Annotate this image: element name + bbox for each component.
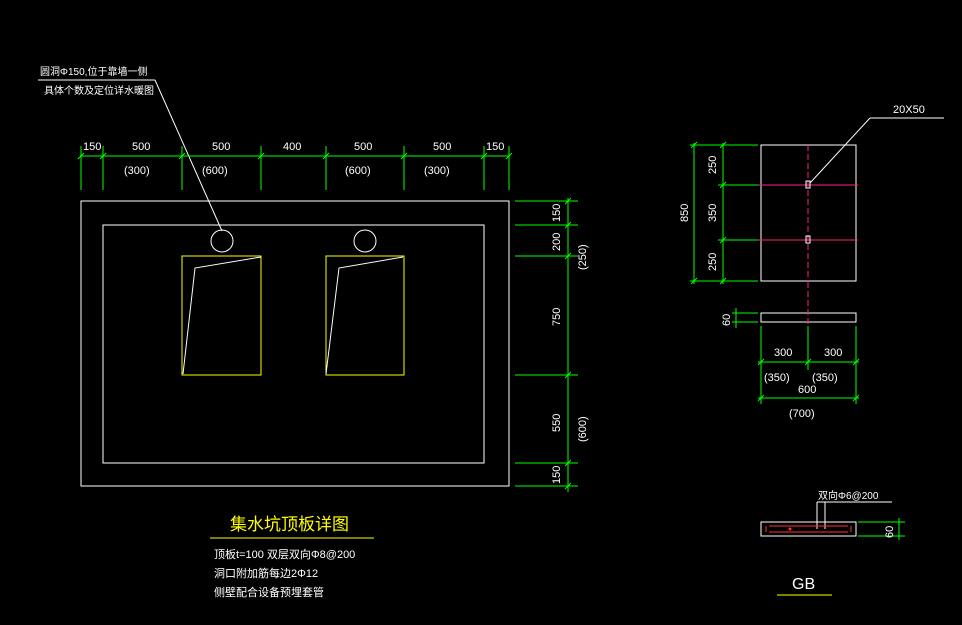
right-dim-5: 150 xyxy=(551,466,563,484)
gb-bottom-dim-2: 300 xyxy=(824,347,842,359)
gb-bottom-paren-1: (350) xyxy=(764,372,790,384)
rebar-section-thickness: 60 xyxy=(884,526,896,538)
gb-cover-detail: 20X50 850 250 350 250 60 xyxy=(679,104,944,596)
opening-left-mark xyxy=(182,256,262,375)
right-dim-3: 750 xyxy=(551,308,563,326)
top-dim-7: 150 xyxy=(486,141,504,153)
inner-pit-outline xyxy=(102,224,485,464)
gb-slot-2 xyxy=(805,235,811,244)
outer-slab-outline xyxy=(80,200,510,487)
top-dim-6: 500 xyxy=(433,141,451,153)
rebar-dot xyxy=(788,527,792,531)
gb-slot-1 xyxy=(805,180,811,189)
top-sub-dim-1: (300) xyxy=(124,165,150,177)
opening-left xyxy=(181,255,262,376)
right-dim-2: 200 xyxy=(551,233,563,251)
spec-line-1: 顶板t=100 双层双向Φ8@200 xyxy=(214,547,355,561)
right-dim-1: 150 xyxy=(551,204,563,222)
gb-bottom-dim-1: 300 xyxy=(774,347,792,359)
top-sub-dim-3: (600) xyxy=(345,165,371,177)
top-dim-4: 400 xyxy=(283,141,301,153)
gb-total-paren-dim: (700) xyxy=(789,408,815,420)
slot-leader xyxy=(809,117,871,184)
round-hole-right xyxy=(353,229,377,253)
top-sub-dim-2: (600) xyxy=(202,165,228,177)
gb-label: GB xyxy=(792,576,815,593)
top-sub-dim-4: (300) xyxy=(424,165,450,177)
right-dim-4: 550 xyxy=(551,414,563,432)
drawing-title: 集水坑顶板详图 xyxy=(230,515,349,534)
opening-right-mark xyxy=(325,256,404,375)
right-paren-dim-2: (600) xyxy=(577,416,589,442)
top-dimension: 150 500 500 400 500 500 150 (300) (600) … xyxy=(77,141,513,190)
spec-line-2: 洞口附加筋每边2Φ12 xyxy=(214,566,318,580)
gb-v-dim-1: 250 xyxy=(707,156,719,174)
top-dim-2: 500 xyxy=(132,141,150,153)
rebar-section-outline xyxy=(760,521,857,537)
hole-note-line1: 圆洞Φ150,位于靠墙一侧 xyxy=(40,65,147,78)
sump-top-slab-plan: 圆洞Φ150,位于靠墙一侧 具体个数及定位详水暖图 150 500 500 40… xyxy=(38,65,589,599)
top-dim-1: 150 xyxy=(83,141,101,153)
gb-bottom-paren-2: (350) xyxy=(812,372,838,384)
right-paren-dim-1: (250) xyxy=(577,244,589,270)
opening-right xyxy=(325,255,405,376)
rebar-label: 双向Φ6@200 xyxy=(818,489,879,502)
gb-height-dim: 850 xyxy=(679,204,691,222)
rebar-bars xyxy=(765,525,852,533)
slot-size-label: 20X50 xyxy=(893,104,925,116)
top-dim-3: 500 xyxy=(212,141,230,153)
right-dimension: 150 200 750 550 150 (250) (600) xyxy=(515,197,589,492)
gb-thickness-dim: 60 xyxy=(721,314,733,326)
spec-line-3: 侧壁配合设备预埋套管 xyxy=(214,585,324,599)
hole-note-line2: 具体个数及定位详水暖图 xyxy=(44,84,154,97)
gb-v-dim-2: 350 xyxy=(707,204,719,222)
gb-v-dim-3: 250 xyxy=(707,253,719,271)
gb-total-dim: 600 xyxy=(798,384,816,396)
round-hole-left xyxy=(210,229,234,253)
top-dim-5: 500 xyxy=(354,141,372,153)
